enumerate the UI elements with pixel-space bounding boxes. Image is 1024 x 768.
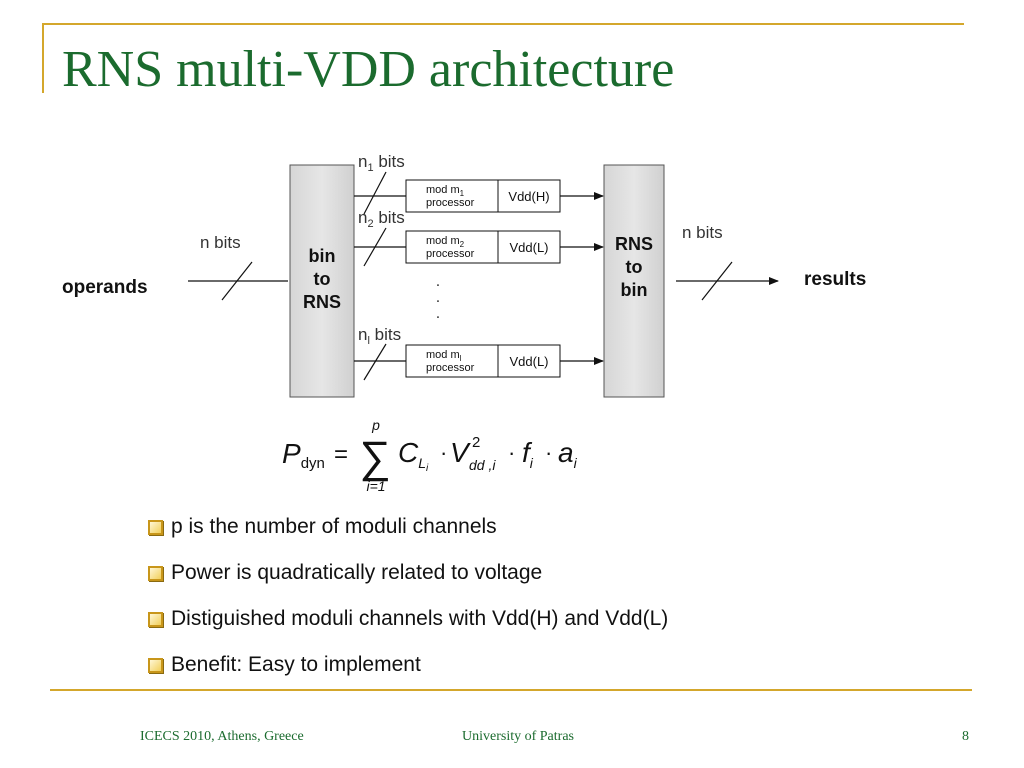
channel-l-vdd-label: Vdd(L): [509, 354, 548, 369]
power-formula: Pdyn = p ∑ i=1 CLi · V 2 dd ,i · fi · ai: [282, 417, 578, 494]
title-frame-top-line: [42, 23, 964, 25]
output-bus-slash: [701, 261, 733, 301]
formula-power-symbol: Pdyn: [282, 438, 325, 472]
formula-voltage-subscript: dd ,i: [469, 457, 496, 473]
bin-to-rns-label-line-1: bin: [309, 246, 336, 266]
formula-sigma: ∑: [359, 433, 390, 482]
channel-l-vdd-box: [497, 344, 561, 378]
channel-1-bus-slash: [363, 171, 387, 215]
formula-sum-lower-limit: i=1: [366, 478, 385, 494]
bullet-item: Distiguished moduli channels with Vdd(H)…: [148, 596, 668, 642]
channel-1-processor-line-1: mod m1: [426, 184, 465, 198]
footer-page-number: 8: [962, 729, 969, 744]
rns-to-bin-label-line-1: RNS: [615, 234, 653, 254]
formula-dot-2: ·: [508, 440, 515, 465]
formula-voltage-superscript: 2: [472, 434, 480, 451]
formula-dot-3: ·: [545, 440, 552, 465]
channel-2-processor-line-1: mod m2: [426, 235, 465, 249]
channel-2-vdd-label: Vdd(L): [509, 240, 548, 255]
square-bullet-icon: [148, 565, 163, 581]
operands-label: operands: [62, 277, 148, 298]
channel-ellipsis-dot-3: .: [436, 305, 440, 322]
formula-sum-upper-limit: p: [371, 417, 380, 433]
bullet-text: Power is quadratically related to voltag…: [171, 561, 543, 584]
channel-1-bits-label: n1 bits: [358, 152, 405, 174]
channel-1: n1 bits mod m1 processor Vdd(H): [354, 152, 604, 215]
output-bits-label: n bits: [682, 223, 723, 242]
formula-voltage: V: [450, 437, 471, 468]
square-bullet-icon: [148, 519, 163, 535]
rns-to-bin-label-line-3: bin: [621, 280, 648, 300]
bin-to-rns-label-line-3: RNS: [303, 292, 341, 312]
channel-l: nl bits mod ml processor Vdd(L): [354, 325, 604, 381]
slide-title: RNS multi-VDD architecture: [62, 41, 675, 98]
footer-university: University of Patras: [462, 729, 574, 744]
channel-l-processor-box: [405, 344, 499, 378]
rns-to-bin-block: RNS to bin: [603, 164, 665, 398]
formula-activity: ai: [558, 437, 578, 471]
bullet-text: Distiguished moduli channels with Vdd(H)…: [171, 607, 669, 630]
channel-2-bits-label: n2 bits: [358, 208, 405, 230]
rns-to-bin-label-line-2: to: [626, 257, 643, 277]
formula-dot-1: ·: [440, 440, 447, 465]
results-label: results: [804, 269, 866, 290]
channel-l-processor-line-2: processor: [426, 362, 475, 374]
square-bullet-icon: [148, 657, 163, 673]
square-bullet-icon: [148, 611, 163, 627]
formula-capacitance: CLi: [398, 437, 429, 474]
bullet-item: p is the number of moduli channels: [148, 504, 668, 550]
formula-equals: =: [334, 441, 348, 468]
input-bus-slash: [221, 261, 253, 301]
bullet-list: p is the number of moduli channels Power…: [148, 504, 668, 688]
channel-l-bits-label: nl bits: [358, 325, 401, 347]
input-bits-label: n bits: [200, 233, 241, 252]
bin-to-rns-label-line-2: to: [314, 269, 331, 289]
channel-ellipsis-dot-1: .: [436, 273, 440, 290]
bin-to-rns-block: bin to RNS: [289, 164, 355, 398]
channel-1-processor-line-2: processor: [426, 197, 475, 209]
bullet-item: Power is quadratically related to voltag…: [148, 550, 668, 596]
channel-2-bus-slash: [363, 227, 387, 267]
channel-l-bus-slash: [363, 343, 387, 381]
channel-1-vdd-box: [497, 179, 561, 213]
channel-l-processor-line-1: mod ml: [426, 349, 462, 363]
bullet-text: Benefit: Easy to implement: [171, 653, 421, 676]
channel-1-vdd-label: Vdd(H): [508, 189, 549, 204]
footer-divider: [50, 689, 972, 691]
channel-2-processor-line-2: processor: [426, 248, 475, 260]
title-frame-left-line: [42, 23, 44, 93]
footer-conference: ICECS 2010, Athens, Greece: [140, 729, 304, 744]
bullet-item: Benefit: Easy to implement: [148, 642, 668, 688]
bullet-text: p is the number of moduli channels: [171, 515, 497, 538]
channel-2: n2 bits mod m2 processor Vdd(L): [354, 208, 604, 267]
channel-ellipsis-dot-2: .: [436, 289, 440, 306]
formula-frequency: fi: [522, 437, 534, 471]
